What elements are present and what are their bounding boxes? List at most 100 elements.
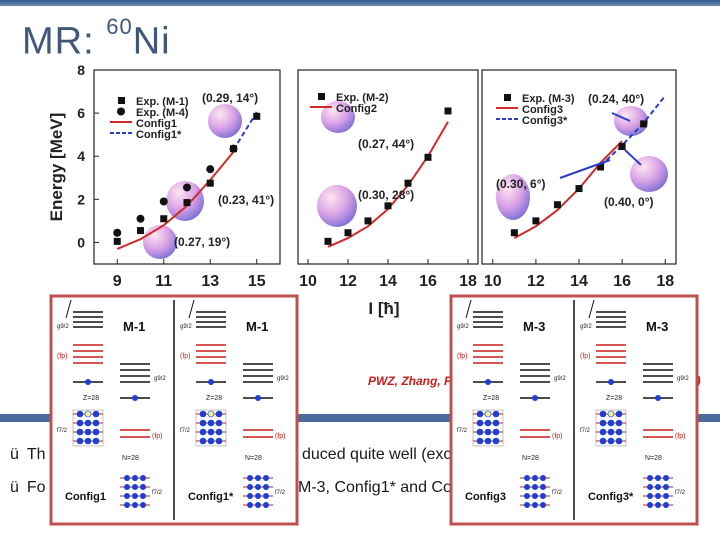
- g92-label: g9/2: [180, 324, 192, 330]
- legend-marker: [118, 97, 125, 104]
- f72-label: f7/2: [57, 428, 68, 434]
- particle-dot: [215, 428, 223, 436]
- plot-frame: [93, 69, 281, 265]
- particle-dot: [199, 410, 207, 418]
- proton-dot: [85, 379, 91, 385]
- particle-dot: [215, 437, 223, 445]
- particle-dot: [484, 410, 492, 418]
- particle-dot: [599, 428, 607, 436]
- data-point: [136, 214, 145, 223]
- f72-label: f7/2: [180, 428, 191, 434]
- x-tick-label: 12: [527, 273, 545, 290]
- particle-dot: [647, 493, 653, 499]
- x-tick-label: 16: [419, 273, 437, 290]
- fp-label: (fp): [580, 353, 591, 360]
- data-point: [364, 217, 372, 225]
- deformation-label: (0.23, 41°): [218, 193, 274, 207]
- f72-label: f7/2: [675, 490, 686, 496]
- legend-marker: [504, 94, 511, 101]
- particle-dot: [132, 502, 138, 508]
- particle-dot: [492, 419, 500, 427]
- z28-label: Z=28: [83, 395, 99, 402]
- particle-dot: [255, 484, 261, 490]
- particle-dot: [247, 475, 253, 481]
- data-point: [575, 185, 583, 193]
- particle-dot: [532, 502, 538, 508]
- data-point: [444, 107, 452, 115]
- deformation-label: (0.24, 40°): [588, 92, 644, 106]
- particle-dot: [615, 428, 623, 436]
- particle-dot: [247, 502, 253, 508]
- particle-dot: [647, 484, 653, 490]
- deformation-label: (0.27, 44°): [358, 137, 414, 151]
- check-icon: ü: [10, 479, 19, 496]
- data-point: [183, 183, 191, 192]
- particle-dot: [255, 475, 261, 481]
- legend-label: Exp. (M-4): [136, 107, 189, 119]
- g92-label: g9/2: [457, 324, 469, 330]
- particle-dot: [484, 419, 492, 427]
- particle-dot: [84, 410, 92, 418]
- particle-dot: [140, 484, 146, 490]
- deformation-label: (0.30, 28°): [358, 188, 414, 202]
- x-tick-label: 12: [339, 273, 357, 290]
- proton-dot: [208, 379, 214, 385]
- f72-label: f7/2: [457, 428, 468, 434]
- particle-dot: [607, 437, 615, 445]
- particle-dot: [599, 437, 607, 445]
- particle-dot: [92, 428, 100, 436]
- particle-dot: [124, 484, 130, 490]
- deformation-label: (0.29, 14°): [202, 91, 258, 105]
- particle-dot: [655, 502, 661, 508]
- data-point: [137, 227, 144, 235]
- fp-label: (fp): [180, 353, 191, 360]
- particle-dot: [215, 410, 223, 418]
- bullet-2-left: Fo: [26, 479, 46, 496]
- proton-dot: [608, 379, 614, 385]
- slide-title: MR: 60Ni: [22, 14, 171, 64]
- particle-dot: [540, 502, 546, 508]
- config-label: Config1*: [188, 491, 234, 503]
- particle-dot: [247, 484, 253, 490]
- config-label: Config3*: [588, 491, 634, 503]
- particle-dot: [655, 475, 661, 481]
- x-tick-label: 13: [201, 273, 219, 290]
- particle-dot: [199, 428, 207, 436]
- particle-dot: [124, 475, 130, 481]
- legend-marker: [117, 107, 125, 116]
- neutron-dot: [132, 395, 138, 401]
- particle-dot: [199, 437, 207, 445]
- f72-label: f7/2: [275, 490, 286, 496]
- particle-dot: [84, 419, 92, 427]
- fp-label: (fp): [675, 433, 686, 440]
- particle-dot: [663, 493, 669, 499]
- x-tick-label: 9: [113, 273, 122, 290]
- g92-label: g9/2: [554, 376, 566, 382]
- particle-dot: [532, 475, 538, 481]
- data-point: [553, 201, 561, 209]
- particle-dot: [524, 475, 530, 481]
- data-point: [159, 197, 168, 206]
- particle-dot: [484, 428, 492, 436]
- legend-label: Exp. (M-3): [522, 93, 575, 105]
- x-tick-label: 18: [656, 273, 674, 290]
- particle-dot: [524, 502, 530, 508]
- f72-label: f7/2: [152, 490, 163, 496]
- particle-dot: [207, 419, 215, 427]
- y-axis-label: Energy [MeV]: [47, 113, 66, 222]
- legend-label: Config3*: [522, 115, 568, 127]
- particle-dot: [540, 484, 546, 490]
- data-point: [229, 144, 238, 153]
- particle-dot: [663, 484, 669, 490]
- legend-marker: [318, 93, 325, 100]
- check-icon: ü: [10, 446, 19, 463]
- particle-dot: [615, 419, 623, 427]
- series-line: [513, 140, 623, 239]
- particle-dot: [263, 493, 269, 499]
